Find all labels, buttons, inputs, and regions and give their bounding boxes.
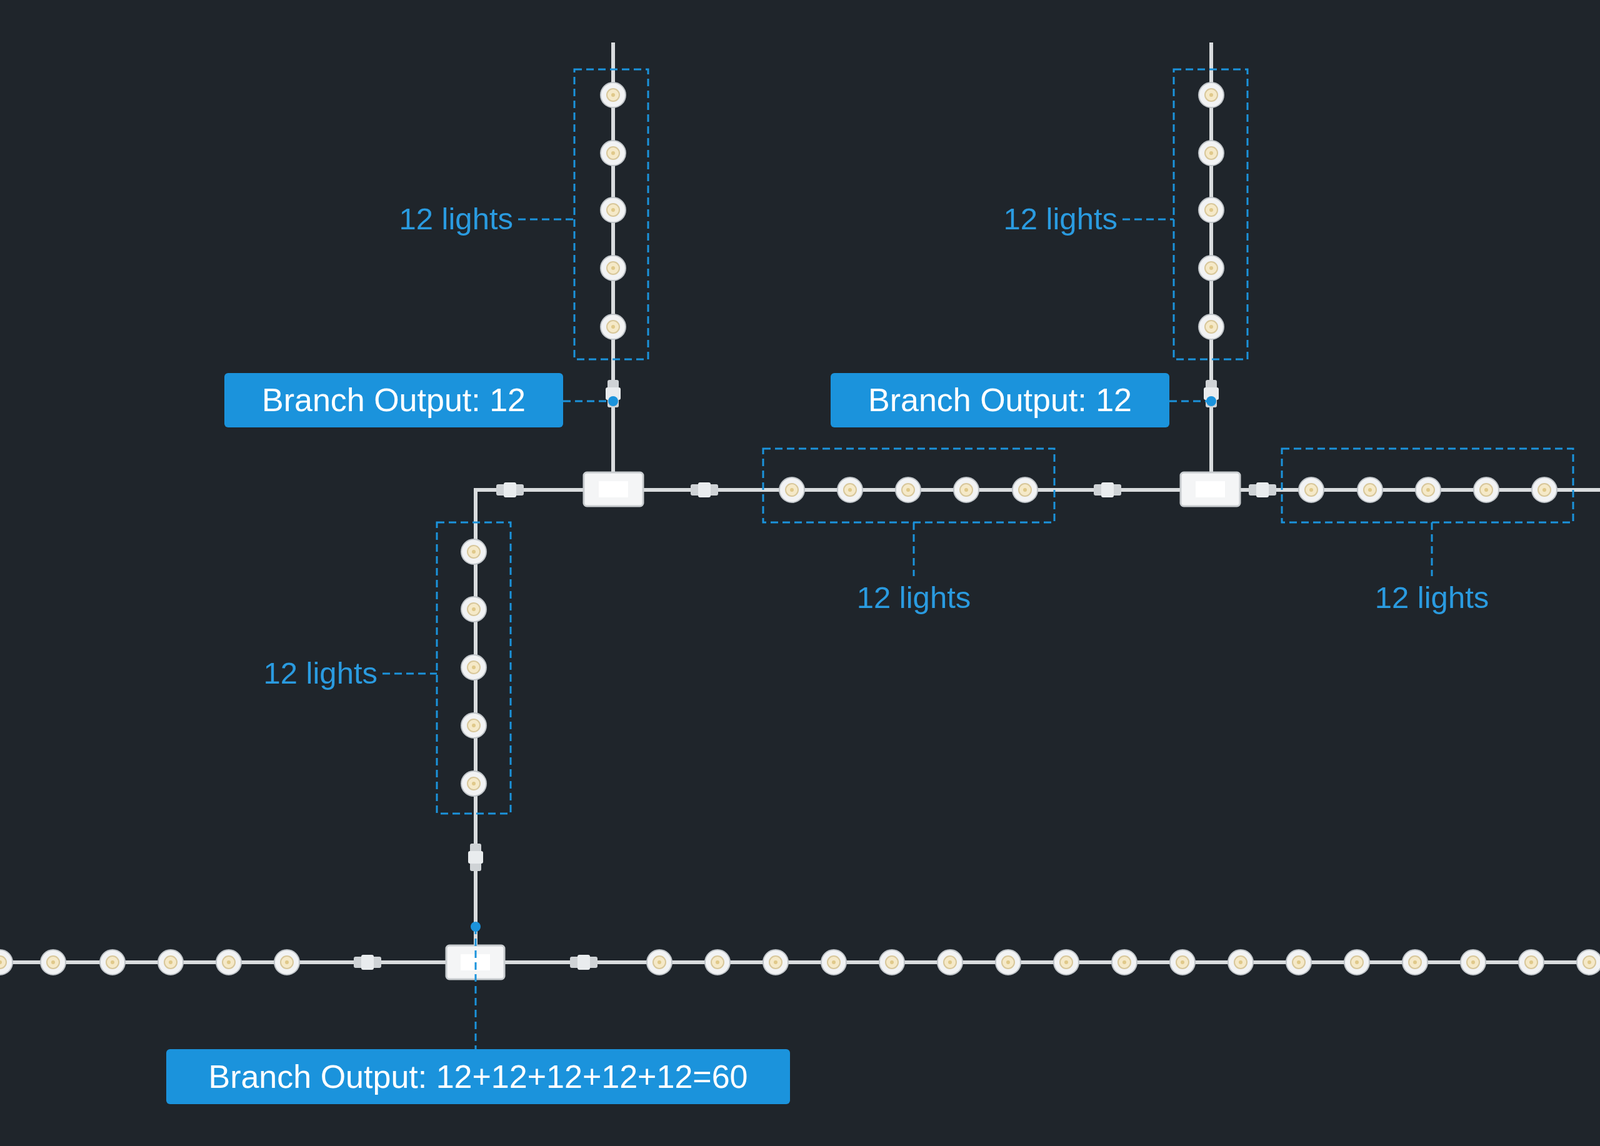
light xyxy=(600,82,626,108)
light xyxy=(995,950,1021,975)
junction-box xyxy=(1180,472,1240,507)
light xyxy=(158,950,184,975)
light xyxy=(1402,950,1428,975)
callout-text: Branch Output: 12+12+12+12+12=60 xyxy=(208,1058,748,1096)
light xyxy=(1228,950,1254,975)
light xyxy=(1298,477,1324,503)
group-label: 12 lights xyxy=(398,202,514,237)
light xyxy=(1473,477,1499,503)
callout-text: Branch Output: 12 xyxy=(868,381,1132,419)
light xyxy=(705,950,730,975)
light xyxy=(1198,197,1224,223)
light xyxy=(937,950,963,975)
light xyxy=(1170,950,1195,975)
light xyxy=(1415,477,1441,503)
light xyxy=(461,655,487,680)
light xyxy=(0,950,13,975)
group-label: 12 lights xyxy=(263,656,378,691)
light xyxy=(821,950,847,975)
light xyxy=(879,950,905,975)
branch-points xyxy=(470,396,1217,932)
light xyxy=(461,713,487,739)
light xyxy=(216,950,242,975)
light xyxy=(1460,950,1486,975)
light xyxy=(953,477,979,503)
light xyxy=(461,539,487,565)
light xyxy=(461,771,487,797)
light xyxy=(1518,950,1544,975)
light xyxy=(1012,477,1038,503)
callout-text: Branch Output: 12 xyxy=(261,381,526,419)
callout-box: Branch Output: 12 xyxy=(224,373,564,428)
group-brackets xyxy=(382,69,1574,1050)
light xyxy=(274,950,300,975)
light xyxy=(600,197,626,223)
light xyxy=(763,950,789,975)
light xyxy=(461,596,487,622)
group-label: 12 lights xyxy=(1003,202,1118,237)
light xyxy=(1053,950,1079,975)
light xyxy=(895,477,921,503)
light xyxy=(1357,477,1383,503)
light xyxy=(1111,950,1137,975)
callout-box: Branch Output: 12+12+12+12+12=60 xyxy=(166,1049,790,1105)
light xyxy=(1198,255,1224,281)
light xyxy=(1344,950,1370,975)
light xyxy=(837,477,863,503)
light xyxy=(100,950,125,975)
group-label: 12 lights xyxy=(856,581,972,615)
lights xyxy=(0,82,1600,975)
light xyxy=(1531,477,1557,503)
wires xyxy=(0,42,1600,963)
callout-box: Branch Output: 12 xyxy=(830,373,1170,428)
light xyxy=(1198,140,1224,166)
light xyxy=(1286,950,1312,975)
light xyxy=(40,950,66,975)
light xyxy=(646,950,672,975)
light xyxy=(779,477,805,503)
light xyxy=(1198,314,1224,340)
light xyxy=(600,255,626,281)
light xyxy=(1198,82,1224,108)
light xyxy=(600,140,626,166)
group-label: 12 lights xyxy=(1375,581,1490,615)
junction-box xyxy=(583,472,644,507)
light xyxy=(600,314,626,340)
light xyxy=(1576,950,1600,975)
